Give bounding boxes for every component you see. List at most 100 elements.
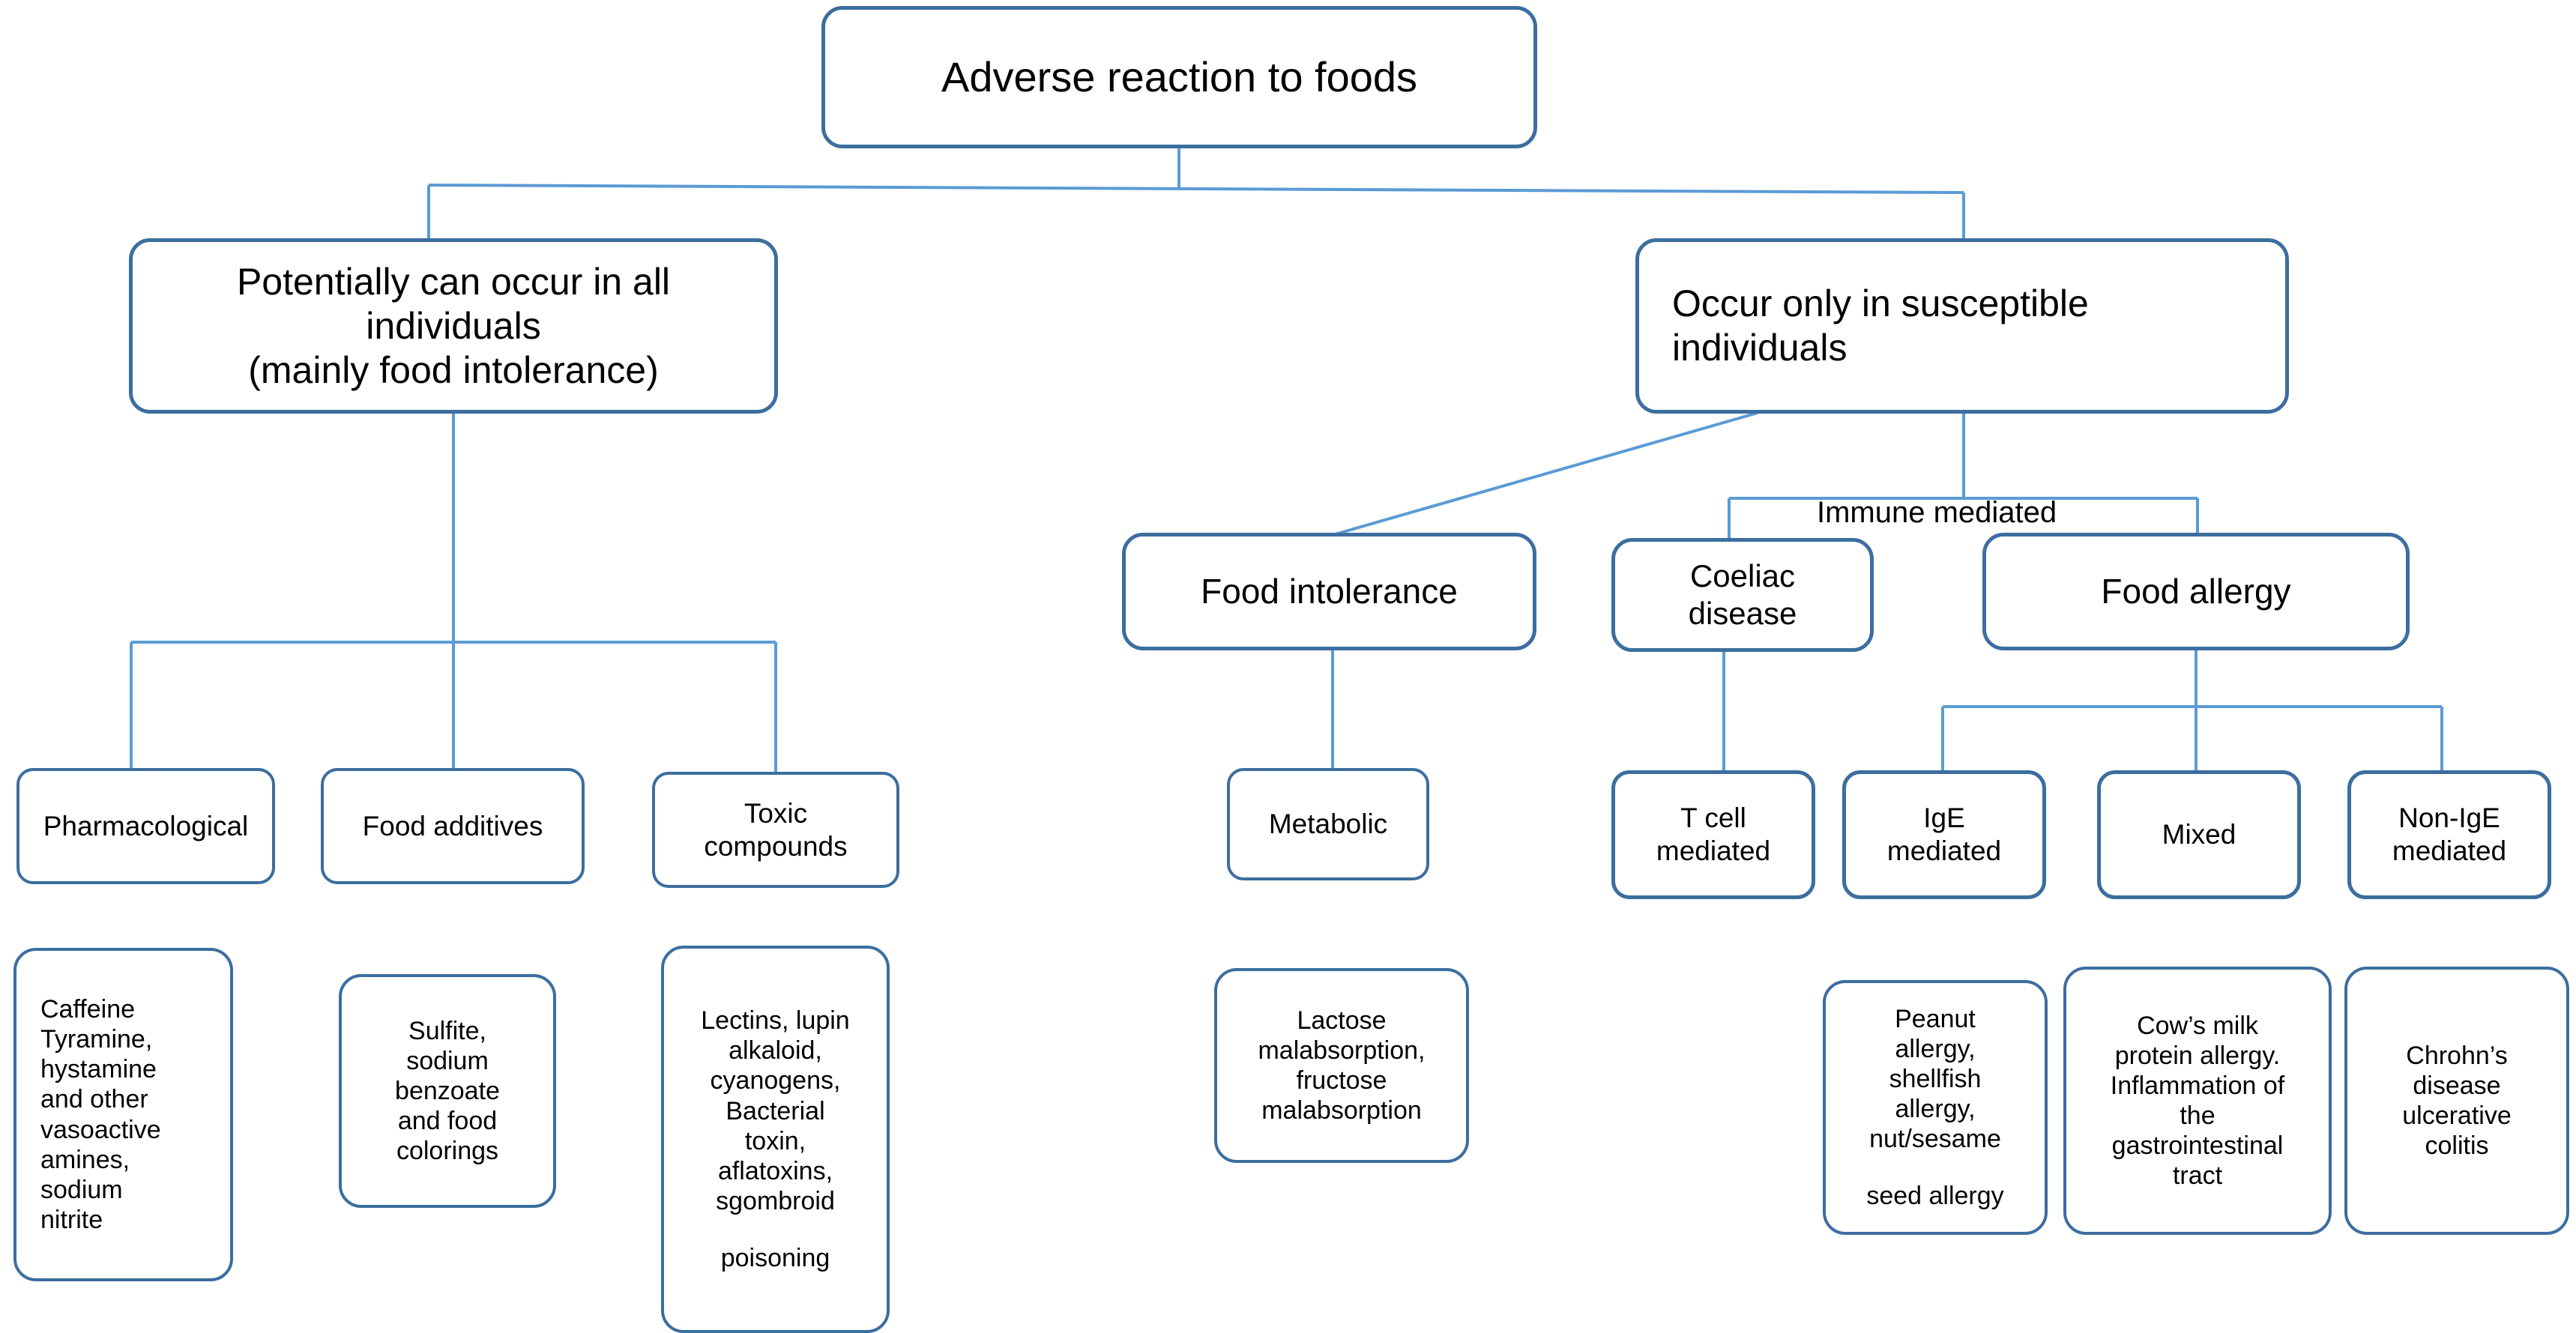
node-metabolic-label: Metabolic bbox=[1268, 808, 1388, 840]
node-metabolic-detail[interactable]: Lactose malabsorption, fructose malabsor… bbox=[1214, 968, 1469, 1163]
detail-line: shellfish bbox=[1889, 1065, 1982, 1094]
node-toxic-compounds-label: Toxic compounds bbox=[663, 797, 889, 862]
detail-line-trailing: seed allergy bbox=[1866, 1182, 2004, 1211]
node-pharmacological-label: Pharmacological bbox=[43, 810, 249, 841]
node-mixed-label: Mixed bbox=[2162, 819, 2236, 850]
node-toxic-compounds-detail[interactable]: Lectins, lupin alkaloid, cyanogens, Bact… bbox=[661, 946, 890, 1333]
node-toxic-compounds-detail-text: Lectins, lupin alkaloid, cyanogens, Bact… bbox=[672, 1006, 879, 1273]
detail-line: Lactose bbox=[1297, 1006, 1387, 1035]
detail-line: benzoate bbox=[395, 1076, 500, 1105]
left-branch-line-1: Potentially can occur in all bbox=[236, 260, 671, 303]
edge-top-bus bbox=[428, 184, 1964, 194]
ige-line-2: mediated bbox=[1886, 835, 2002, 866]
detail-line: cyanogens, bbox=[710, 1066, 841, 1095]
detail-line: vasoactive bbox=[40, 1115, 161, 1144]
node-non-ige-mediated[interactable]: Non-IgE mediated bbox=[2347, 770, 2551, 899]
ige-line-1: IgE bbox=[1923, 802, 1965, 834]
detail-line: nut/sesame bbox=[1869, 1125, 2001, 1154]
node-coeliac-disease-label: Coeliac disease bbox=[1623, 557, 1862, 632]
detail-line: disease bbox=[2413, 1071, 2501, 1100]
node-pharmacological[interactable]: Pharmacological bbox=[16, 768, 275, 884]
node-ige-mediated[interactable]: IgE mediated bbox=[1842, 770, 2046, 899]
non-ige-line-1: Non-IgE bbox=[2398, 802, 2500, 834]
detail-line: malabsorption bbox=[1261, 1096, 1422, 1125]
detail-line: colitis bbox=[2425, 1131, 2489, 1161]
node-t-cell-mediated[interactable]: T cell mediated bbox=[1611, 770, 1815, 899]
detail-line: Cow’s milk bbox=[2137, 1011, 2258, 1040]
right-branch-line-2: individuals bbox=[1672, 327, 1847, 369]
node-pharmacological-detail[interactable]: Caffeine Tyramine, hystamine and other v… bbox=[13, 948, 233, 1281]
detail-line: Bacterial bbox=[726, 1096, 825, 1125]
node-food-intolerance-label: Food intolerance bbox=[1201, 572, 1458, 611]
node-left-branch[interactable]: Potentially can occur in all individuals… bbox=[129, 238, 778, 414]
detail-line: toxin, bbox=[744, 1126, 806, 1155]
node-ige-detail[interactable]: Peanut allergy, shellfish allergy, nut/s… bbox=[1823, 980, 2048, 1235]
detail-line: hystamine bbox=[40, 1055, 157, 1084]
node-metabolic[interactable]: Metabolic bbox=[1227, 768, 1429, 880]
non-ige-line-2: mediated bbox=[2392, 835, 2507, 866]
coeliac-line-1: Coeliac bbox=[1689, 558, 1796, 594]
detail-line: Tyramine, bbox=[40, 1025, 153, 1054]
node-coeliac-disease[interactable]: Coeliac disease bbox=[1611, 538, 1874, 652]
detail-line: allergy, bbox=[1895, 1095, 1976, 1124]
detail-line: and food bbox=[397, 1107, 498, 1136]
detail-line: protein allergy. bbox=[2114, 1041, 2281, 1070]
node-food-intolerance[interactable]: Food intolerance bbox=[1122, 533, 1536, 650]
detail-line: malabsorption, bbox=[1258, 1036, 1426, 1065]
edge-to-food-intolerance bbox=[1332, 411, 1758, 536]
detail-line: Inflammation of bbox=[2110, 1071, 2285, 1100]
left-branch-line-3: (mainly food intolerance) bbox=[248, 348, 659, 391]
node-non-ige-detail[interactable]: Chrohn’s disease ulcerative colitis bbox=[2344, 967, 2569, 1235]
detail-line: sodium bbox=[406, 1046, 489, 1075]
node-food-additives-detail[interactable]: Sulfite, sodium benzoate and food colori… bbox=[339, 974, 556, 1208]
detail-line: and other bbox=[40, 1085, 148, 1114]
left-branch-line-2: individuals bbox=[366, 304, 541, 347]
node-food-additives[interactable]: Food additives bbox=[321, 768, 585, 884]
node-non-ige-mediated-label: Non-IgE mediated bbox=[2359, 802, 2540, 867]
detail-line: allergy, bbox=[1895, 1034, 1976, 1063]
right-branch-line-1: Occur only in susceptible bbox=[1672, 282, 2089, 324]
detail-line: ulcerative bbox=[2402, 1101, 2512, 1130]
node-ige-detail-text: Peanut allergy, shellfish allergy, nut/s… bbox=[1833, 1004, 2037, 1211]
node-food-allergy[interactable]: Food allergy bbox=[1982, 533, 2410, 650]
detail-line: gastrointestinal bbox=[2111, 1131, 2284, 1161]
node-mixed-detail-text: Cow’s milk protein allergy. Inflammation… bbox=[2074, 1011, 2321, 1191]
node-t-cell-mediated-label: T cell mediated bbox=[1623, 802, 1804, 867]
detail-line: Sulfite, bbox=[408, 1016, 486, 1045]
node-mixed[interactable]: Mixed bbox=[2097, 770, 2301, 899]
detail-line: sodium bbox=[40, 1175, 123, 1204]
node-left-branch-label: Potentially can occur in all individuals… bbox=[140, 260, 767, 393]
node-ige-mediated-label: IgE mediated bbox=[1853, 802, 2035, 867]
node-metabolic-detail-text: Lactose malabsorption, fructose malabsor… bbox=[1225, 1006, 1459, 1125]
t-cell-line-1: T cell bbox=[1680, 802, 1746, 834]
detail-line: Caffeine bbox=[40, 995, 136, 1024]
detail-line: colorings bbox=[396, 1137, 499, 1166]
detail-line: aflatoxins, bbox=[717, 1156, 833, 1185]
coeliac-line-2: disease bbox=[1688, 596, 1797, 631]
detail-line: Peanut bbox=[1895, 1004, 1976, 1033]
toxic-line-1: Toxic bbox=[743, 797, 808, 829]
detail-line: alkaloid, bbox=[729, 1036, 822, 1066]
label-immune-mediated: Immune mediated bbox=[1817, 496, 2057, 529]
detail-line: sgombroid bbox=[716, 1186, 835, 1215]
node-right-branch-label: Occur only in susceptible individuals bbox=[1647, 282, 2278, 370]
node-root[interactable]: Adverse reaction to foods bbox=[821, 6, 1537, 148]
detail-line-trailing: poisoning bbox=[720, 1243, 830, 1272]
detail-line: Chrohn’s bbox=[2406, 1041, 2508, 1070]
node-mixed-detail[interactable]: Cow’s milk protein allergy. Inflammation… bbox=[2063, 967, 2332, 1235]
detail-line: tract bbox=[2172, 1161, 2223, 1191]
node-food-additives-label: Food additives bbox=[362, 810, 543, 841]
node-food-allergy-label: Food allergy bbox=[2101, 572, 2291, 611]
detail-line: nitrite bbox=[40, 1205, 103, 1234]
node-non-ige-detail-text: Chrohn’s disease ulcerative colitis bbox=[2355, 1041, 2559, 1161]
detail-line: fructose bbox=[1296, 1066, 1387, 1095]
node-right-branch[interactable]: Occur only in susceptible individuals bbox=[1635, 238, 2289, 414]
detail-line: Lectins, lupin bbox=[701, 1006, 850, 1036]
node-toxic-compounds[interactable]: Toxic compounds bbox=[652, 772, 899, 888]
toxic-line-2: compounds bbox=[704, 830, 848, 862]
node-root-label: Adverse reaction to foods bbox=[941, 52, 1418, 100]
detail-line: amines, bbox=[40, 1145, 130, 1174]
node-pharmacological-detail-text: Caffeine Tyramine, hystamine and other v… bbox=[24, 994, 223, 1235]
t-cell-line-2: mediated bbox=[1656, 835, 1771, 866]
